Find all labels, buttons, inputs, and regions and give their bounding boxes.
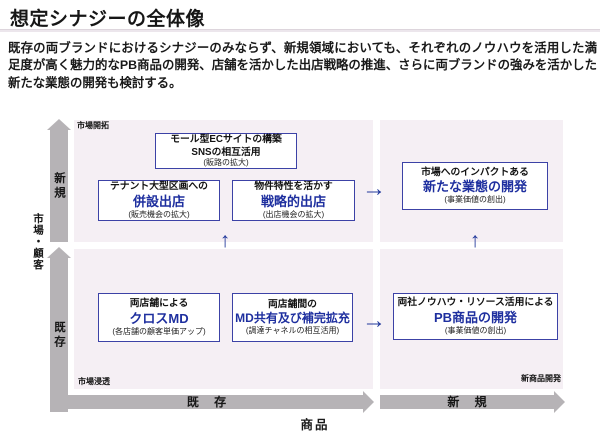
box-new-business-format: 市場へのインパクトある 新たな業態の開発 (事業価値の創出) — [402, 162, 548, 210]
box-crossmd-highlight: クロスMD — [129, 310, 189, 326]
box-strategic-note: (出店機会の拡大) — [262, 209, 325, 219]
label-market-development: 市場開拓 — [77, 121, 109, 130]
box-cross-md: 両店舗による クロスMD (各店舗の顧客単価アップ) — [98, 293, 220, 342]
box-mdshare-note: (調達チャネルの相互活用) — [245, 326, 340, 336]
box-md-share: 両店舗間の MD共有及び補完拡充 (調達チャネルの相互活用) — [232, 293, 353, 342]
box-ec-note: (販路の拡大) — [203, 157, 249, 167]
box-pb-products: 両社ノウハウ・リソース活用による PB商品の開発 (事業価値の創出) — [393, 293, 558, 340]
box-crossmd-note: (各店舗の顧客単価アップ) — [112, 326, 206, 336]
box-ec-site: モール型ECサイトの構築 SNSの相互活用 (販路の拡大) — [155, 133, 297, 169]
box-mdshare-highlight: MD共有及び補完拡充 — [235, 311, 350, 326]
y-axis-arrow-existing-icon: 既存 — [47, 247, 71, 412]
page-title: 想定シナジーの全体像 — [10, 9, 206, 30]
label-market-penetration: 市場浸透 — [78, 377, 110, 386]
x-axis-title: 商品 — [300, 418, 330, 432]
box-newbiz-line1: 市場へのインパクトある — [421, 166, 529, 178]
x-axis-arrow-new-icon: 新 規 — [380, 391, 565, 413]
box-tenant-note: (販売機会の拡大) — [128, 209, 190, 219]
box-strategic-highlight: 戦略的出店 — [260, 193, 326, 209]
flow-arrow-up-left-icon: ↑ — [219, 229, 231, 252]
flow-arrow-right-bottom-icon: → — [362, 307, 386, 334]
box-strategic-store-opening: 物件特性を活かす 戦略的出店 (出店機会の拡大) — [232, 180, 355, 221]
x-axis-label-existing: 既 存 — [186, 395, 233, 409]
box-ec-line1: モール型ECサイトの構築 — [170, 134, 282, 146]
box-tenant-line1: テナント大型区画への — [110, 181, 208, 193]
box-newbiz-note: (事業価値の創出) — [444, 195, 506, 205]
intro-text: 既存の両ブランドにおけるシナジーのみならず、新規領域においても、それぞれのノウハ… — [8, 41, 597, 90]
y-axis-label-existing: 既存 — [53, 320, 65, 350]
y-axis-arrow-new-icon: 新規 — [47, 119, 71, 242]
flow-arrow-up-right-icon: ↑ — [469, 229, 481, 252]
y-axis-label-new: 新規 — [53, 171, 65, 201]
x-axis-label-new: 新 規 — [447, 395, 493, 409]
box-tenant-highlight: 併設出店 — [132, 193, 185, 209]
box-crossmd-line1: 両店舗による — [129, 298, 189, 310]
box-ec-line2: SNSの相互活用 — [191, 146, 261, 158]
label-new-product-development: 新商品開発 — [521, 374, 561, 383]
box-pb-highlight: PB商品の開発 — [433, 309, 518, 325]
box-pb-line1: 両社ノウハウ・リソース活用による — [397, 297, 554, 309]
flow-arrow-right-top-icon: → — [362, 175, 386, 202]
title-separator — [0, 29, 600, 32]
box-strategic-line1: 物件特性を活かす — [254, 181, 333, 193]
box-tenant-colocation: テナント大型区画への 併設出店 (販売機会の拡大) — [98, 180, 220, 221]
box-mdshare-line1: 両店舗間の — [268, 298, 317, 310]
y-axis-title: 市場・顧客 — [32, 213, 44, 271]
box-pb-note: (事業価値の創出) — [444, 325, 507, 335]
box-newbiz-highlight: 新たな業態の開発 — [422, 179, 527, 195]
x-axis-arrow-existing-icon: 既 存 — [50, 391, 374, 413]
